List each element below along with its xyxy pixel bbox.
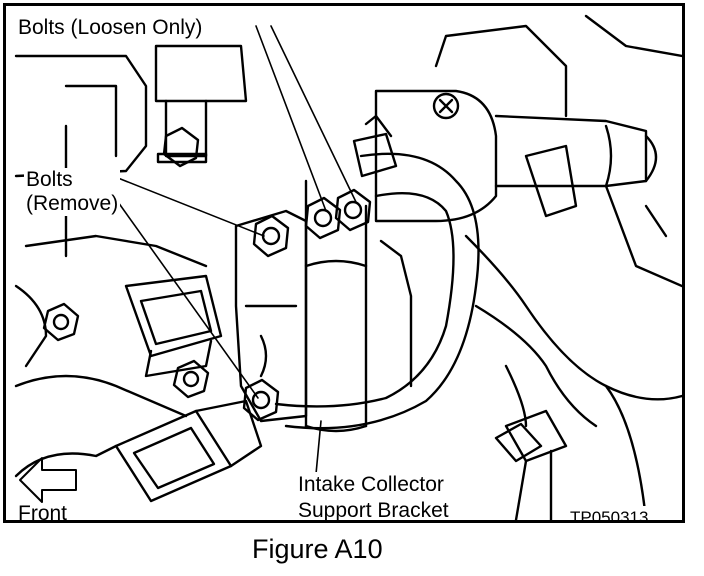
hose [274, 152, 682, 430]
bolt-remove-lower [242, 378, 280, 422]
bolt-center-lower [172, 359, 210, 399]
right-lower-parts [504, 364, 648, 520]
label-bolts-loosen-only: Bolts (Loosen Only) [16, 16, 205, 40]
label-intake-collector-bracket: Intake Collector Support Bracket [296, 472, 451, 522]
upper-clamp [352, 114, 398, 178]
bolt-top-center [156, 126, 208, 168]
label-bolts-remove: Bolts (Remove) [24, 168, 121, 216]
connector-lower [114, 399, 263, 503]
front-arrow-icon [19, 457, 77, 503]
engine-illustration [14, 14, 682, 520]
label-front-text: Front [18, 502, 68, 523]
label-bracket-line1: Intake Collector [298, 473, 444, 496]
figure-frame: Bolts (Loosen Only) Bolts (Remove) Intak… [3, 3, 685, 523]
bolt-loosen-left [304, 196, 342, 240]
right-upper-frame [584, 14, 682, 288]
label-bolts-remove-line2: (Remove) [26, 192, 119, 215]
figure-code-text: TP050313 [570, 508, 649, 523]
lower-clamp [494, 422, 543, 463]
upper-casting [14, 44, 248, 268]
bolt-left-flange [42, 302, 80, 342]
leader-lines [117, 25, 357, 475]
bolt-loosen-right [334, 188, 372, 232]
figure-code: TP050313 [568, 506, 651, 523]
bracket-plate [234, 209, 308, 423]
figure-caption: Figure A10 [252, 534, 383, 564]
label-bracket-line2: Support Bracket [298, 499, 449, 522]
label-front: Front [18, 502, 68, 523]
label-bolts-remove-line1: Bolts [26, 168, 73, 191]
bolt-remove-upper [252, 214, 290, 258]
valve-body [374, 24, 658, 223]
label-bolts-loosen-only-text: Bolts (Loosen Only) [18, 16, 203, 39]
